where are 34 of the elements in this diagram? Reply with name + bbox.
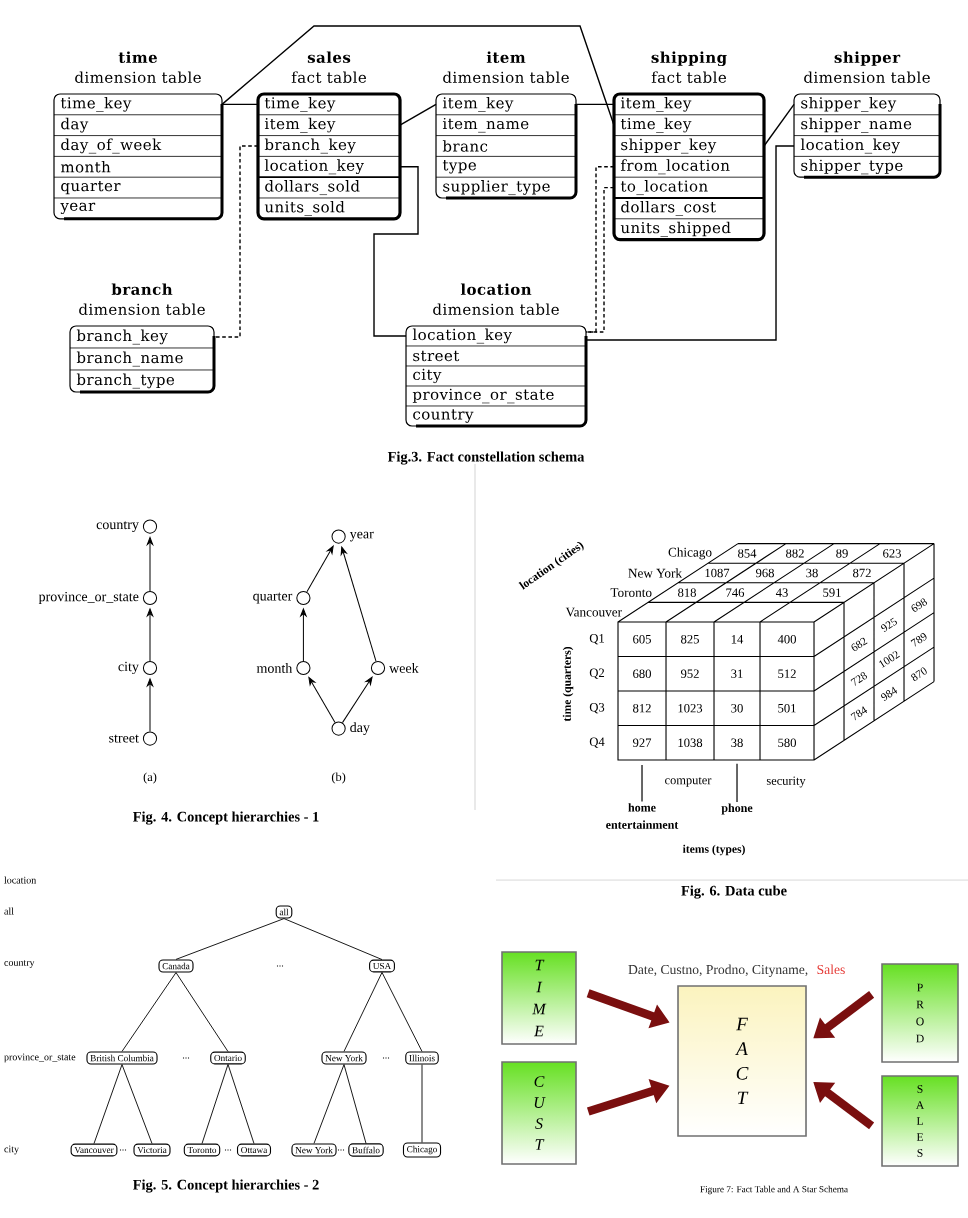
connector [227, 1064, 255, 1144]
dimension-box: C U S T [501, 1061, 577, 1165]
connector [121, 972, 177, 1052]
connector [283, 918, 383, 960]
arrow [146, 608, 154, 662]
arrow [340, 546, 377, 662]
connector [201, 1064, 229, 1145]
connector [585, 145, 795, 341]
connector [213, 145, 259, 338]
connector [399, 103, 437, 126]
dimension-box: T I M E [501, 951, 577, 1045]
arrow [342, 676, 373, 724]
fact-box: F A C T [677, 985, 807, 1137]
connector [575, 103, 615, 106]
leader-line [641, 764, 643, 803]
arrow [308, 676, 336, 723]
connector [373, 166, 419, 337]
connector [93, 1064, 123, 1144]
arrow [300, 608, 307, 662]
connector [221, 25, 615, 126]
arrow [146, 537, 154, 592]
connector [121, 1064, 153, 1144]
connector [343, 972, 383, 1052]
connector [343, 1064, 367, 1144]
connector [381, 972, 423, 1052]
connector [763, 103, 795, 147]
connector [421, 1064, 423, 1143]
connector [175, 972, 229, 1052]
leader-line [736, 763, 738, 803]
arrow [306, 545, 334, 593]
arrow [146, 678, 154, 732]
connector [313, 1064, 345, 1144]
connector [175, 918, 285, 960]
connector [221, 103, 259, 106]
